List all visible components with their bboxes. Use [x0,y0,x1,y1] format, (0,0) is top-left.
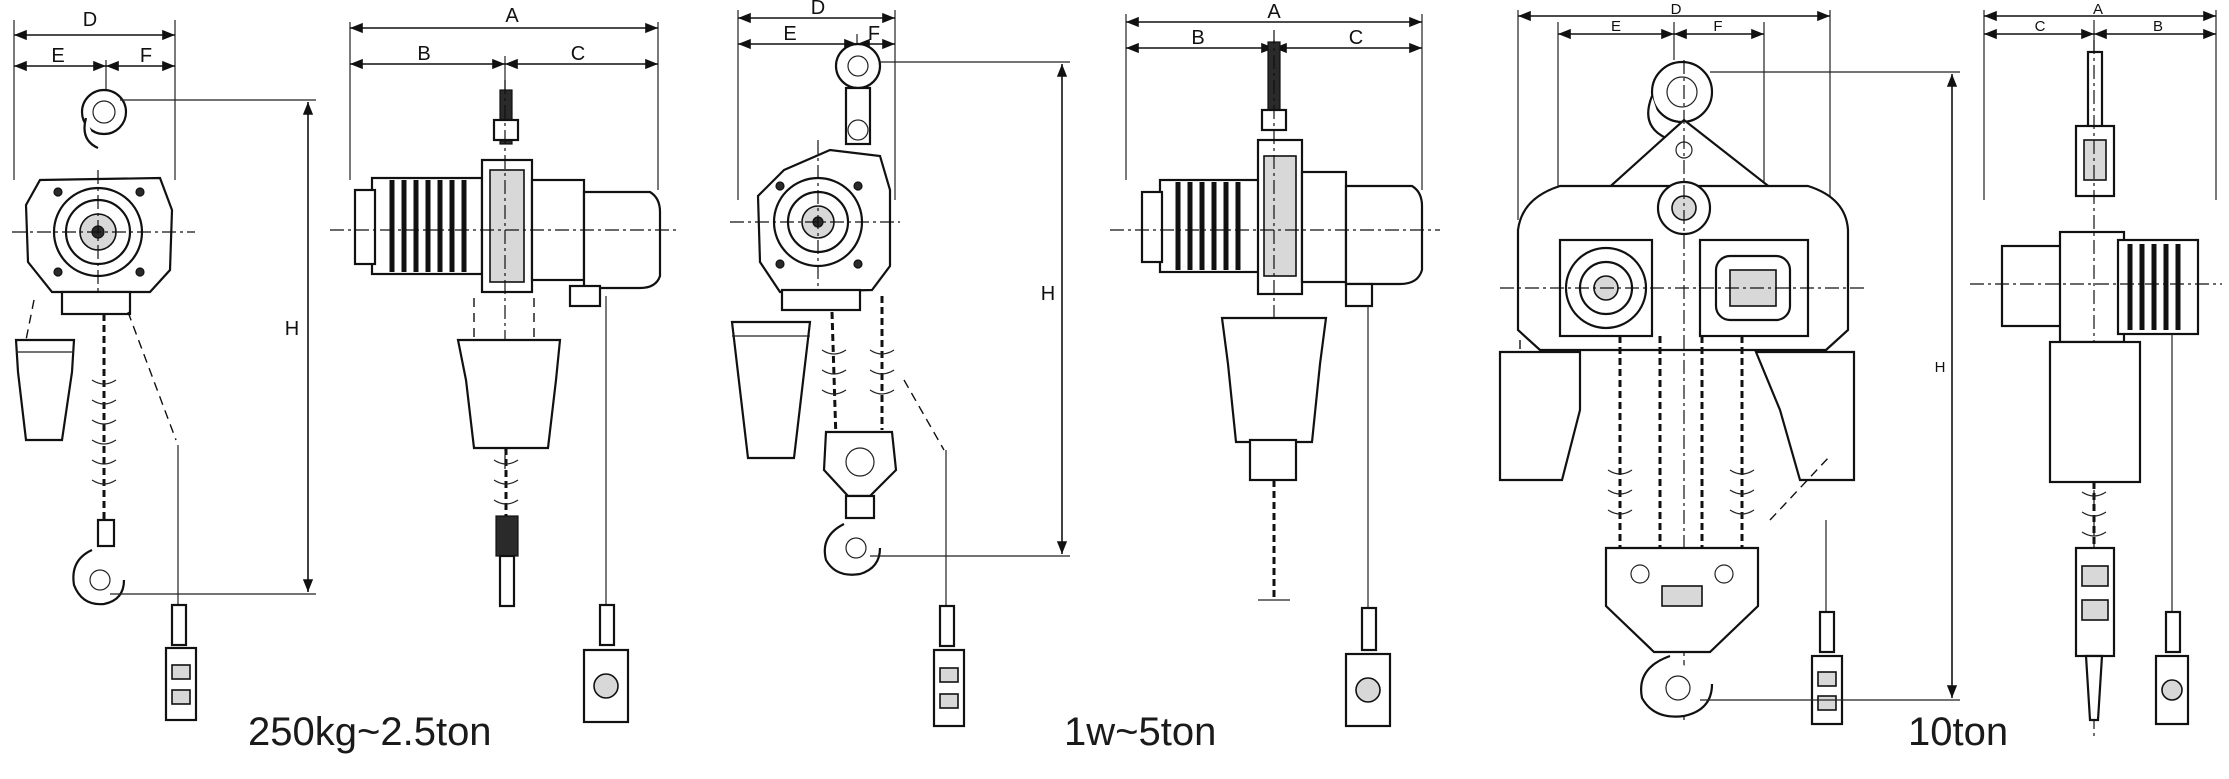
top-hook-mid [834,42,882,90]
pendant-switch-small [164,646,198,722]
large-hoist-side-view: D E F [1498,1,1960,726]
chain-bucket-front-small [456,338,562,450]
dimension-a-b-c-small: A B C [349,5,659,190]
dim-label-h-large: H [1935,359,1946,376]
caption-small-range: 250kg~2.5ton [248,710,492,754]
dim-label-c-mid: C [1349,27,1363,49]
large-hoist-front-view: A C B [1970,1,2222,740]
motor-mid [1158,178,1262,274]
dim-label-e: E [51,45,64,67]
chain-bucket-mid [730,320,812,460]
pendant-switch-mid [932,648,966,728]
dim-label-h: H [285,318,299,340]
trolley-plate-small [60,290,132,316]
bottom-hook-small [72,548,126,606]
bottom-hook-large [1640,654,1714,718]
small-hoist-side-view: D E F [12,9,316,722]
caption-large-range: 10ton [1908,710,2009,754]
dim-label-d-large: D [1671,1,1682,18]
dimension-d-e-f-small: D E F [13,9,176,180]
dimension-h-small: H [110,99,316,595]
dim-label-f-large: F [1713,18,1722,35]
dim-label-a-mid: A [1267,1,1281,23]
dim-label-c: C [571,43,585,65]
dim-label-d: D [83,9,97,31]
mid-hoist-side-view: D E F [730,0,1070,728]
dim-label-e-mid: E [783,23,796,45]
gearbox-mid [1344,184,1424,286]
gearbox-small [582,190,662,290]
caption-mid-range: 1w~5ton [1064,710,1217,754]
side-plate-right-large [1754,350,1856,482]
dim-label-f-mid: F [868,23,880,45]
small-hoist-front-view: A B C [330,5,680,724]
pendant-switch-large [1810,654,1844,726]
dim-label-c-large: C [2035,18,2046,35]
load-chain-mid-left [830,311,838,441]
motor-large-front [2000,244,2068,328]
dim-label-e-large: E [1611,18,1621,35]
dimension-a-b-c-large: A C B [1983,1,2217,200]
bottom-hook-mid [823,523,882,576]
chain-bucket-front-mid [1220,316,1328,444]
dim-label-b: B [417,43,430,65]
chain-bucket-large-front [2048,340,2142,484]
dim-label-b-mid: B [1191,27,1204,49]
dim-label-a: A [505,5,519,27]
dimension-h-mid: H [870,61,1070,557]
dimension-h-large: H [1700,71,1960,701]
bottom-block-mid [822,430,898,498]
dim-label-f: F [140,45,152,67]
dim-label-h-mid: H [1041,283,1055,305]
mid-hoist-front-view: A B C [1110,1,1440,728]
dimension-d-e-f-mid: D E F [737,0,896,200]
dim-label-a-large: A [2093,1,2103,18]
chain-bucket-small [14,338,76,442]
side-plate-left-large [1498,350,1582,482]
top-hook-large [1650,60,1714,124]
top-hook-small [80,88,128,136]
dim-label-b-large: B [2153,18,2163,35]
dimension-a-b-c-mid: A B C [1125,1,1423,190]
dim-label-d-mid: D [811,0,825,19]
